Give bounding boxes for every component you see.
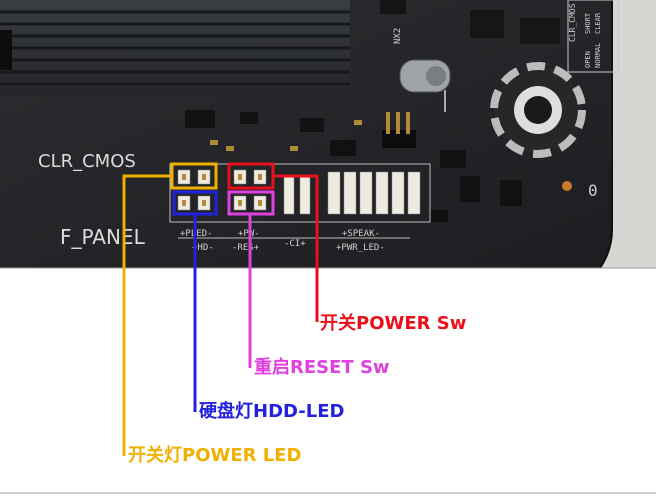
svg-text:CLR_CMOS: CLR_CMOS (568, 3, 577, 42)
svg-text:0: 0 (588, 181, 598, 200)
svg-text:OPEN: OPEN (584, 51, 592, 68)
svg-text:-CI+: -CI+ (284, 239, 306, 249)
callout-power-sw: 开关POWER Sw (320, 312, 466, 334)
crystal: NX2 (393, 28, 451, 112)
svg-text:SHORT: SHORT (584, 12, 592, 34)
callout-power-led: 开关灯POWER LED (128, 444, 301, 466)
svg-text:NX2: NX2 (393, 28, 403, 44)
mounting-hole (490, 62, 586, 158)
leader-lines (122, 174, 319, 456)
svg-text:-RES+: -RES+ (232, 243, 260, 253)
motherboard-photo: CLR_CMOS SHORT CLEAR OPEN NORMAL NX2 (0, 0, 656, 269)
jumper-table: CLR_CMOS SHORT CLEAR OPEN NORMAL (567, 0, 619, 73)
svg-text:+SPEAK-: +SPEAK- (342, 229, 380, 239)
svg-text:CLEAR: CLEAR (594, 12, 602, 34)
svg-text:+PWR_LED-: +PWR_LED- (336, 243, 385, 253)
callout-hdd-led: 硬盘灯HDD-LED (199, 400, 344, 422)
heatsink (0, 0, 350, 95)
svg-text:NORMAL: NORMAL (594, 43, 602, 68)
clr-cmos-label: CLR_CMOS (38, 151, 136, 172)
callout-reset-sw: 重启RESET Sw (254, 356, 390, 378)
svg-text:+HD-: +HD- (192, 243, 214, 253)
pin-header-small (382, 112, 416, 148)
front-panel-pins (177, 169, 421, 215)
f-panel-label: F_PANEL (60, 225, 146, 249)
